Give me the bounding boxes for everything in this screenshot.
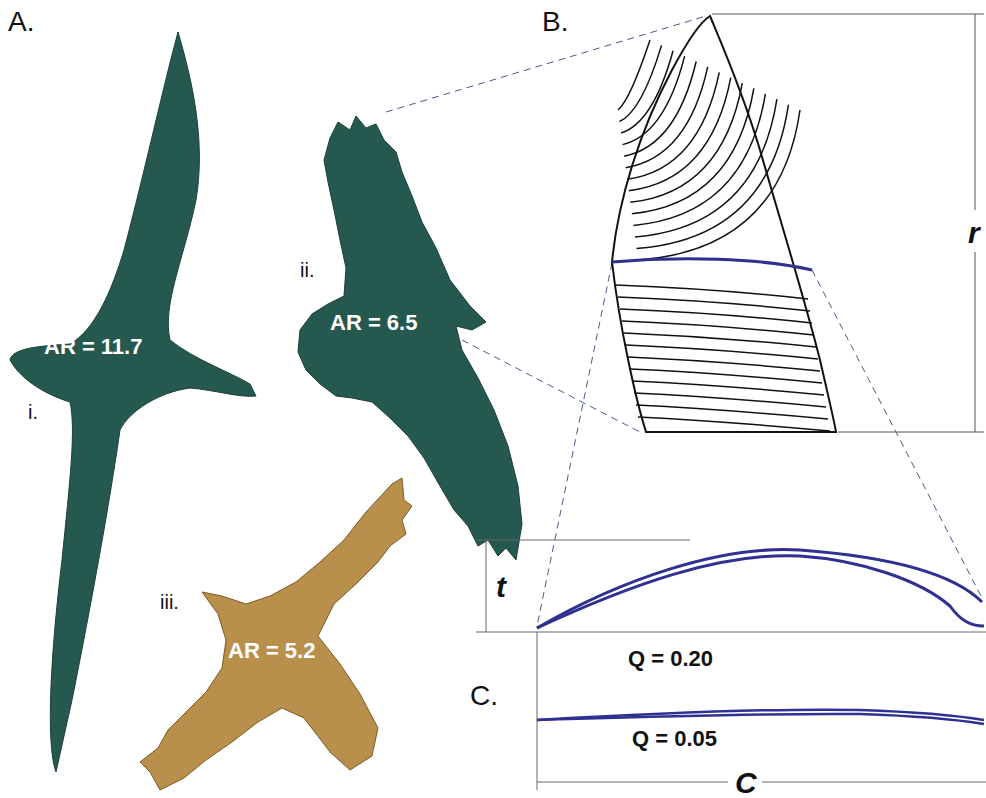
- thickness-dimension: [476, 540, 986, 790]
- dimension-label: r: [966, 218, 982, 248]
- span-dimension: [712, 14, 984, 432]
- wing-drawing: [612, 16, 836, 432]
- flat-airfoil: [537, 710, 984, 724]
- bird-number: ii.: [300, 260, 314, 280]
- aspect-ratio-label: AR = 6.5: [330, 312, 417, 334]
- dimension-label: C: [733, 768, 759, 798]
- section-line: [612, 259, 812, 270]
- flatness-label: Q = 0.20: [628, 648, 713, 670]
- aspect-ratio-label: AR = 11.7: [44, 336, 142, 358]
- dimension-label: t: [496, 572, 506, 602]
- flatness-label: Q = 0.05: [632, 728, 717, 750]
- aspect-ratio-label: AR = 5.2: [228, 640, 315, 662]
- bird-number: i.: [28, 402, 38, 422]
- chord-dimension: [537, 782, 986, 783]
- cambered-airfoil: [537, 550, 984, 628]
- soaring-bird-silhouette: [140, 478, 412, 790]
- panel-letter: B.: [542, 8, 568, 36]
- bird-number: iii.: [160, 592, 179, 612]
- panel-letter: A.: [8, 8, 34, 36]
- albatross-silhouette: [10, 32, 256, 772]
- hawk-silhouette: [298, 116, 522, 560]
- panel-letter: C.: [470, 682, 498, 710]
